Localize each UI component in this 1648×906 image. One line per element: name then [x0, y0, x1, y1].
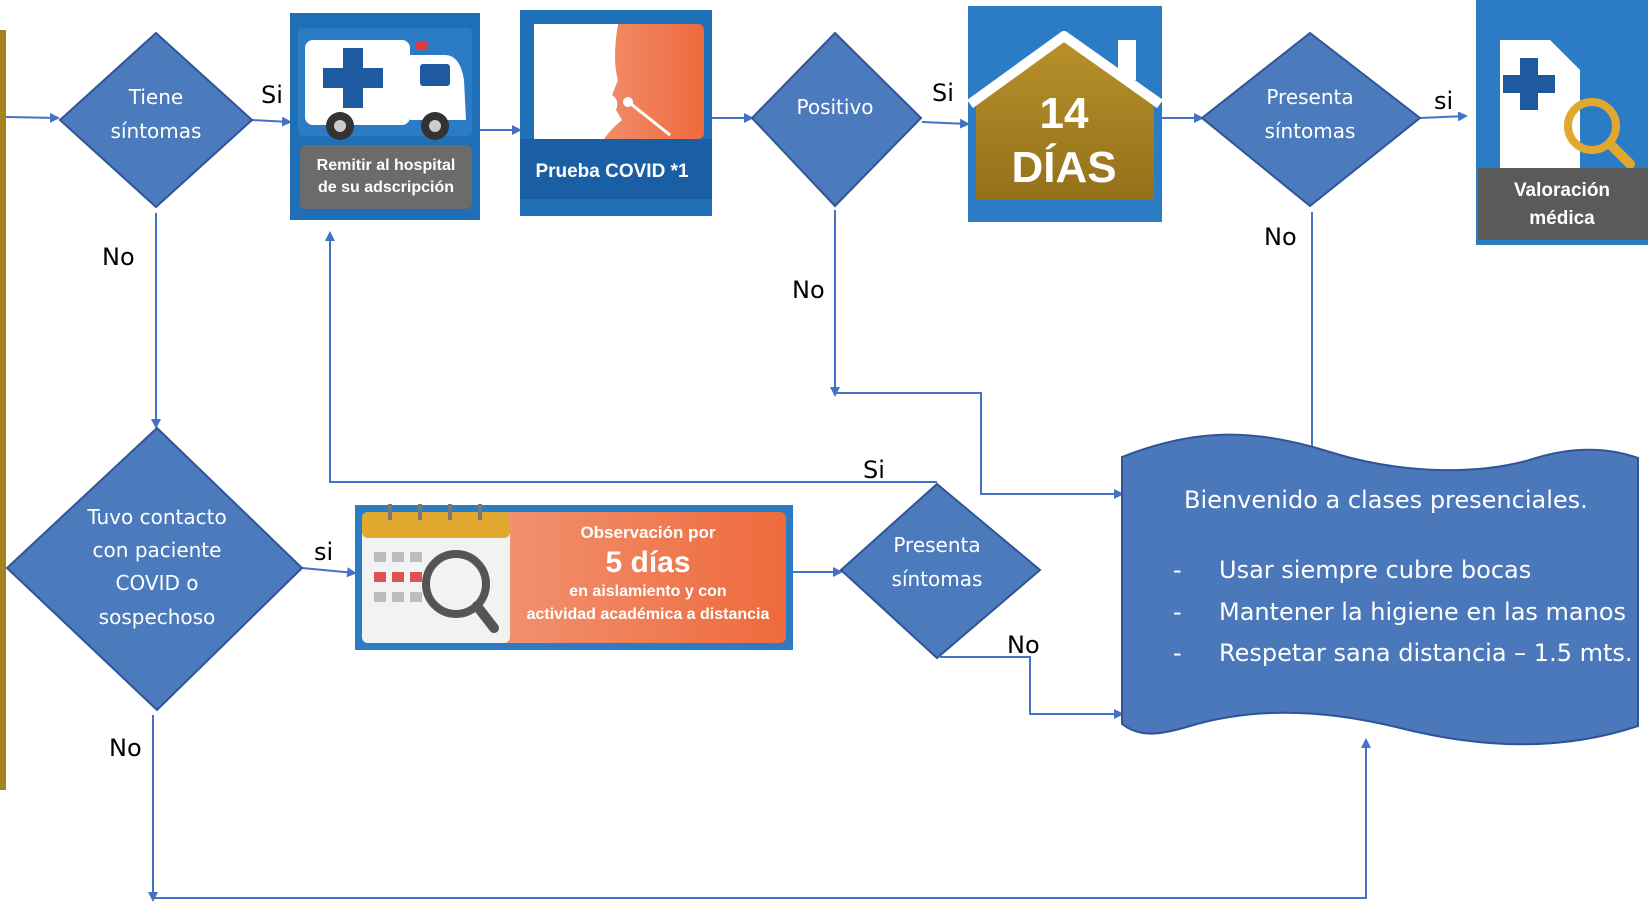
decision-text: Tuvo contacto: [86, 505, 226, 529]
nasal-swab-icon: [534, 24, 671, 139]
decision-text: síntomas: [111, 119, 202, 143]
decision-tuvo-contacto: Tuvo contacto con paciente COVID o sospe…: [5, 426, 304, 712]
label-si: Si: [261, 81, 283, 109]
card-text: actividad académica a distancia: [527, 606, 770, 623]
decision-text: Tiene: [128, 85, 183, 109]
label-si: Si: [932, 79, 954, 107]
final-item: Usar siempre cubre bocas: [1219, 556, 1531, 584]
arrow-presenta-si: [1419, 111, 1468, 122]
house-icon: [967, 31, 1163, 200]
label-si: si: [1434, 87, 1453, 115]
final-title: Bienvenido a clases presenciales.: [1184, 486, 1588, 514]
decision-text: síntomas: [1265, 119, 1356, 143]
card-hospital: Remitir al hospital de su adscripción: [290, 13, 480, 220]
decision-tiene-sintomas: Tiene síntomas: [58, 31, 254, 209]
document-magnifier-icon: [1500, 40, 1635, 169]
decision-text: Presenta: [893, 533, 980, 557]
decision-text: síntomas: [892, 567, 983, 591]
decision-text: con paciente: [93, 538, 222, 562]
bullet: -: [1173, 639, 1182, 667]
arrow-tiene-si: [251, 116, 292, 127]
final-item: Respetar sana distancia – 1.5 mts.: [1219, 639, 1633, 667]
card-covid-test: Prueba COVID *1: [520, 10, 712, 216]
decision-text: Positivo: [796, 95, 873, 119]
label-no: No: [102, 243, 135, 271]
card-text: Prueba COVID *1: [535, 161, 689, 182]
card-valoracion: Valoración médica: [1476, 0, 1648, 245]
decision-text: Presenta: [1266, 85, 1353, 109]
label-no: No: [1007, 631, 1040, 659]
ambulance-icon: [305, 40, 466, 140]
connectors: [5, 111, 1468, 902]
arrow-positivo-no-final: [835, 392, 1124, 499]
arrow-bottom-final: [153, 738, 1371, 899]
card-text: de su adscripción: [318, 179, 454, 196]
calendar-magnifier-icon: [362, 504, 510, 643]
card-text: Remitir al hospital: [317, 157, 456, 174]
card-text: 14: [1040, 89, 1089, 138]
label-si: Si: [863, 456, 885, 484]
decision-presenta-sintomas-top: Presenta síntomas: [1200, 31, 1422, 208]
arrow-contacto-si: [301, 567, 357, 578]
card-text: DÍAS: [1011, 142, 1116, 192]
label-si: si: [314, 538, 333, 566]
bullet: -: [1173, 598, 1182, 626]
branch-labels: Si No Si No si No si No Si No: [102, 79, 1453, 762]
final-item: Mantener la higiene en las manos: [1219, 598, 1626, 626]
bullet: -: [1173, 556, 1182, 584]
card-text: 5 días: [605, 546, 690, 579]
card-text: Observación por: [580, 523, 715, 542]
card-text: médica: [1529, 208, 1595, 229]
card-text: Valoración: [1514, 180, 1610, 201]
label-no: No: [109, 734, 142, 762]
card-quarantine: 14 DÍAS: [967, 6, 1163, 222]
label-no: No: [1264, 223, 1297, 251]
arrow-presenta-bottom-si: [325, 231, 937, 483]
card-text: en aislamiento y con: [569, 583, 726, 600]
final-document: Bienvenido a clases presenciales. - Usar…: [1121, 433, 1639, 746]
decision-text: sospechoso: [99, 605, 216, 629]
left-edge-strip: [0, 30, 6, 790]
decision-positivo: Positivo: [750, 31, 923, 208]
arrow-entry: [5, 112, 60, 123]
label-no: No: [792, 276, 825, 304]
decision-presenta-sintomas-bottom: Presenta síntomas: [839, 482, 1042, 660]
card-observacion: Observación por 5 días en aislamiento y …: [355, 504, 793, 650]
decision-text: COVID o: [116, 571, 199, 595]
arrow-positivo-si: [921, 118, 970, 129]
arrow-presenta-bottom-no: [940, 656, 1124, 719]
